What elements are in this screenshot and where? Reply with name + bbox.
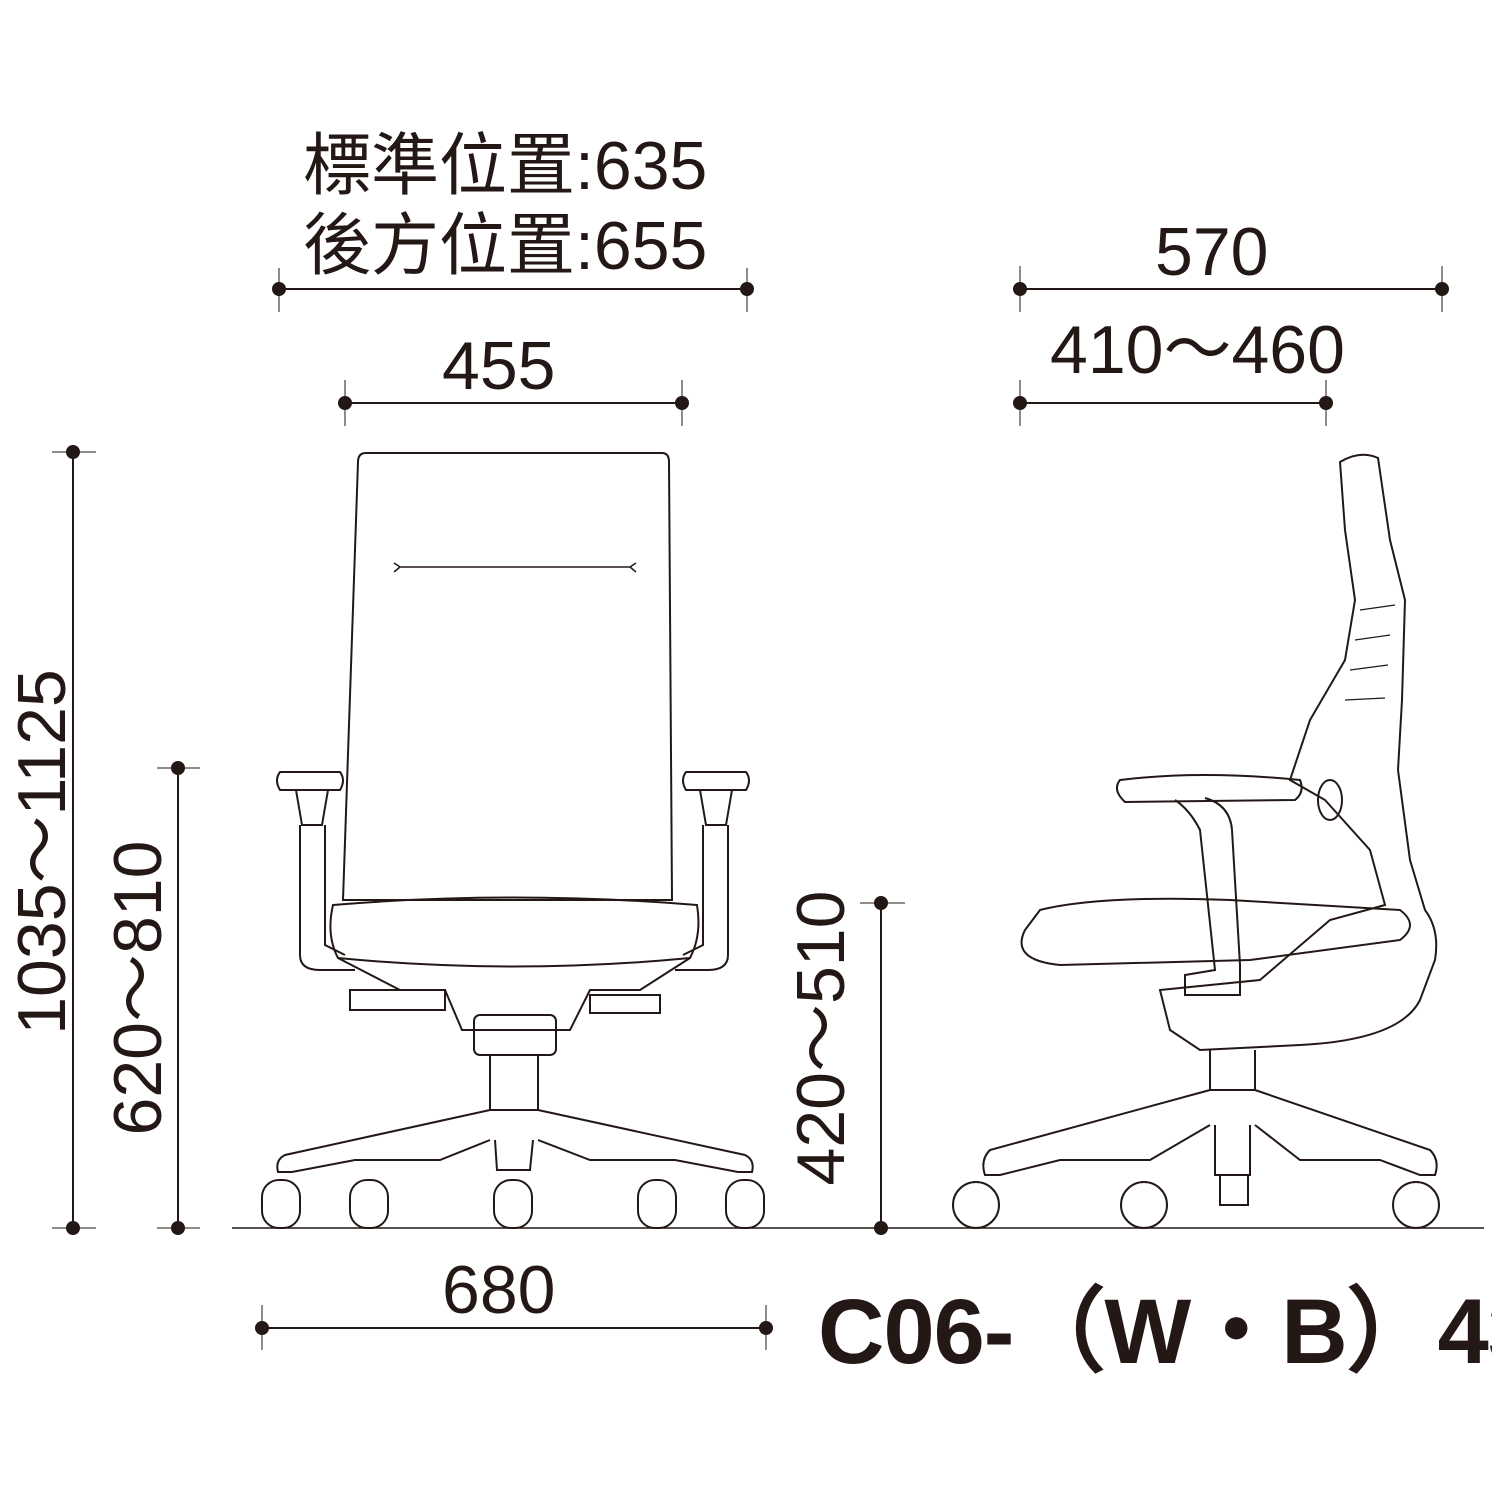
label-overall-width: 680 bbox=[442, 1252, 556, 1328]
label-seat-height: 420～510 bbox=[783, 890, 859, 1186]
label-seat-depth: 410～460 bbox=[1050, 312, 1345, 388]
dimension-line-side-depth bbox=[1013, 266, 1449, 312]
label-standard-position: 標準位置:635 bbox=[303, 128, 708, 204]
dimension-line-seat-width bbox=[338, 380, 689, 426]
casters-front bbox=[261, 1179, 765, 1229]
label-rear-position: 後方位置:655 bbox=[303, 208, 708, 284]
label-overall-height: 1035～1125 bbox=[4, 669, 80, 1035]
label-armrest-height: 620～810 bbox=[100, 840, 176, 1136]
dimension-line-overall-height bbox=[52, 445, 96, 1235]
label-seat-width: 455 bbox=[442, 328, 556, 404]
casters-side bbox=[952, 1181, 1440, 1229]
dimension-line-seat-height bbox=[860, 896, 905, 1235]
model-number: C06-（W・B）432 bbox=[818, 1281, 1492, 1383]
dimension-line-armrest-height bbox=[157, 761, 200, 1235]
dimension-line-depth-positions bbox=[272, 268, 754, 312]
dimension-line-overall-width bbox=[255, 1305, 773, 1350]
dimension-line-seat-depth bbox=[1013, 380, 1333, 426]
label-side-depth: 570 bbox=[1155, 214, 1269, 290]
chair-front-view bbox=[261, 452, 765, 1229]
chair-side-view bbox=[952, 453, 1440, 1229]
